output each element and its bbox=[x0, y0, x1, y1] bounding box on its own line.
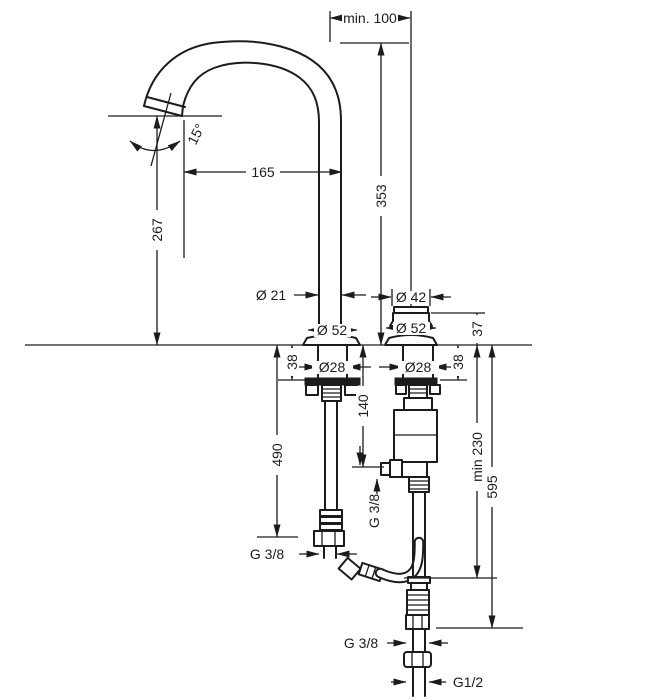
dim-min-installation-depth: min 230 bbox=[469, 432, 485, 482]
spout-group bbox=[143, 40, 342, 338]
spout-outlet-rim bbox=[146, 96, 186, 108]
dim-min-distance: min. 100 bbox=[343, 10, 397, 26]
flexible-hose-group bbox=[337, 536, 425, 584]
dimension-labels: min. 100 15° 165 267 353 Ø 21 Ø 42 Ø 52 … bbox=[149, 10, 500, 690]
dim-outlet-height: 267 bbox=[149, 218, 165, 242]
dim-spout-angle: 15° bbox=[184, 121, 208, 147]
hose-nut bbox=[337, 556, 362, 581]
spout-mounting-flange bbox=[304, 377, 361, 386]
dim-right-shank-diameter: Ø28 bbox=[405, 359, 432, 375]
dim-handle-diameter: Ø 42 bbox=[396, 289, 427, 305]
angle-arc bbox=[129, 140, 181, 152]
supply-nut bbox=[403, 651, 432, 668]
spout-pipe-nut bbox=[313, 530, 345, 547]
dim-left-shank-length: 38 bbox=[284, 354, 300, 370]
dim-spout-reach: 165 bbox=[251, 164, 275, 180]
dim-side-outlet-thread: G 3/8 bbox=[366, 494, 382, 528]
label-backgrounds bbox=[150, 12, 499, 507]
dim-spout-pipe-diameter: Ø 21 bbox=[256, 287, 287, 303]
dim-total-installation-depth: 595 bbox=[484, 475, 500, 499]
lower-hex-fitting bbox=[405, 614, 430, 630]
spout-angle-axis bbox=[150, 92, 172, 167]
dim-left-shank-diameter: Ø28 bbox=[319, 359, 346, 375]
dim-right-shank-length: 38 bbox=[450, 354, 466, 370]
valve-body-group bbox=[380, 344, 441, 697]
dim-supply-connection-thread: G1/2 bbox=[453, 674, 484, 690]
valve-cartridge-body bbox=[393, 409, 438, 463]
handle-escutcheon bbox=[384, 334, 438, 346]
spout-outlet-face bbox=[143, 105, 183, 117]
dim-supply-pipe-length: 490 bbox=[269, 443, 285, 467]
valve-mounting-flange bbox=[394, 377, 438, 386]
dim-spout-escutcheon-diameter: Ø 52 bbox=[317, 322, 348, 338]
dim-spout-pipe-thread: G 3/8 bbox=[250, 546, 284, 562]
dim-spout-top-height: 353 bbox=[373, 184, 389, 208]
dim-handle-escutcheon-diameter: Ø 52 bbox=[396, 320, 427, 336]
spout-shank-group bbox=[304, 344, 361, 559]
dim-handle-height: 37 bbox=[469, 321, 485, 337]
side-outlet bbox=[389, 459, 403, 478]
dim-side-outlet-depth: 140 bbox=[355, 394, 371, 418]
dim-lower-thread: G 3/8 bbox=[344, 635, 378, 651]
dimension-lines bbox=[129, 14, 496, 686]
